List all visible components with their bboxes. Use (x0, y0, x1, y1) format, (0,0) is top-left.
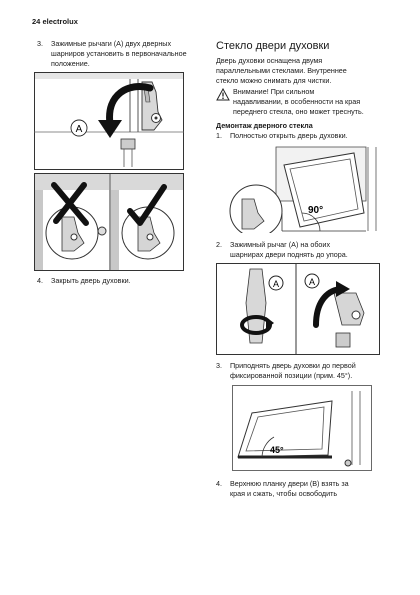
step-line: Верхнюю планку двери (B) взять за (230, 479, 349, 488)
right-step-3: 3. Приподнять дверь духовки до первой фи… (216, 361, 396, 383)
step-number: 2. (216, 240, 222, 249)
step-line: Зажимный рычаг (А) на обоих (230, 240, 331, 249)
lift-lever-illustration: A A (216, 263, 380, 355)
hinge-lever-illustration: A (34, 72, 184, 170)
open-door-illustration: 90° (216, 143, 384, 233)
step-text: Полностью открыть дверь духовки. (230, 131, 348, 140)
correct-incorrect-figure (34, 173, 184, 271)
brand-name: electrolux (42, 17, 78, 26)
door-45-illustration: 45° (232, 385, 372, 471)
intro-line: параллельными стеклами. Внутреннее (216, 66, 347, 75)
intro-line: Дверь духовки оснащена двумя (216, 56, 323, 65)
warning-icon (216, 88, 230, 102)
intro-paragraph: Дверь духовки оснащена двумя параллельны… (216, 56, 396, 86)
hinge-lever-figure: A (34, 72, 184, 170)
subheading: Демонтаж дверного стекла (216, 121, 313, 130)
warning-line: переднего стекла, оно может треснуть. (233, 107, 364, 116)
page-number: 24 (32, 17, 41, 26)
door-45-figure: 45° (232, 385, 372, 471)
step-number: 3. (37, 39, 43, 48)
right-step-1: 1. Полностью открыть дверь духовки. (216, 131, 396, 143)
right-step-2: 2. Зажимный рычаг (А) на обоих шарнирах … (216, 240, 396, 262)
step-line: Зажимные рычаги (А) двух дверных (51, 39, 172, 48)
step-text: Верхнюю планку двери (B) взять за края и… (230, 479, 349, 499)
step-text: Зажимный рычаг (А) на обоих шарнирах две… (230, 240, 348, 260)
step-number: 1. (216, 131, 222, 140)
step-number: 4. (37, 276, 43, 285)
step-line: шарнирах двери поднять до упора. (230, 250, 348, 259)
section-title: Стекло двери духовки (216, 40, 330, 52)
right-step-4: 4. Верхнюю планку двери (B) взять за кра… (216, 479, 396, 501)
step-line: шарниров установить в первоначальное (51, 49, 187, 58)
step-line: края и сжать, чтобы освободить (230, 489, 338, 498)
angle-90-label: 90° (308, 205, 323, 216)
intro-line: стекло можно снимать для чистки. (216, 76, 332, 85)
open-door-figure: 90° (216, 143, 384, 233)
step-text: Зажимные рычаги (А) двух дверных шарниро… (51, 39, 211, 69)
step-line: положение. (51, 59, 90, 68)
step-number: 4. (216, 479, 222, 488)
label-a: A (76, 124, 83, 135)
warning-line: Внимание! При сильном (233, 87, 315, 96)
left-step-3: 3. Зажимные рычаги (А) двух дверных шарн… (37, 39, 207, 69)
step-text: Закрыть дверь духовки. (51, 276, 131, 285)
label-a: A (309, 277, 315, 287)
lift-lever-figure: A A (216, 263, 380, 355)
correct-incorrect-illustration (34, 173, 184, 271)
warning-text: Внимание! При сильном надавливании, в ос… (233, 87, 403, 117)
angle-45-label: 45° (270, 445, 284, 455)
warning-line: надавливании, в особенности на края (233, 97, 361, 106)
label-a: A (273, 279, 279, 289)
step-text: Приподнять дверь духовки до первой фикси… (230, 361, 356, 381)
step-line: Приподнять дверь духовки до первой (230, 361, 356, 370)
step-line: фиксированной позиции (прим. 45°). (230, 371, 353, 380)
page-header: 24 electrolux (32, 17, 78, 26)
step-number: 3. (216, 361, 222, 370)
left-step-4: 4. Закрыть дверь духовки. (37, 276, 207, 288)
